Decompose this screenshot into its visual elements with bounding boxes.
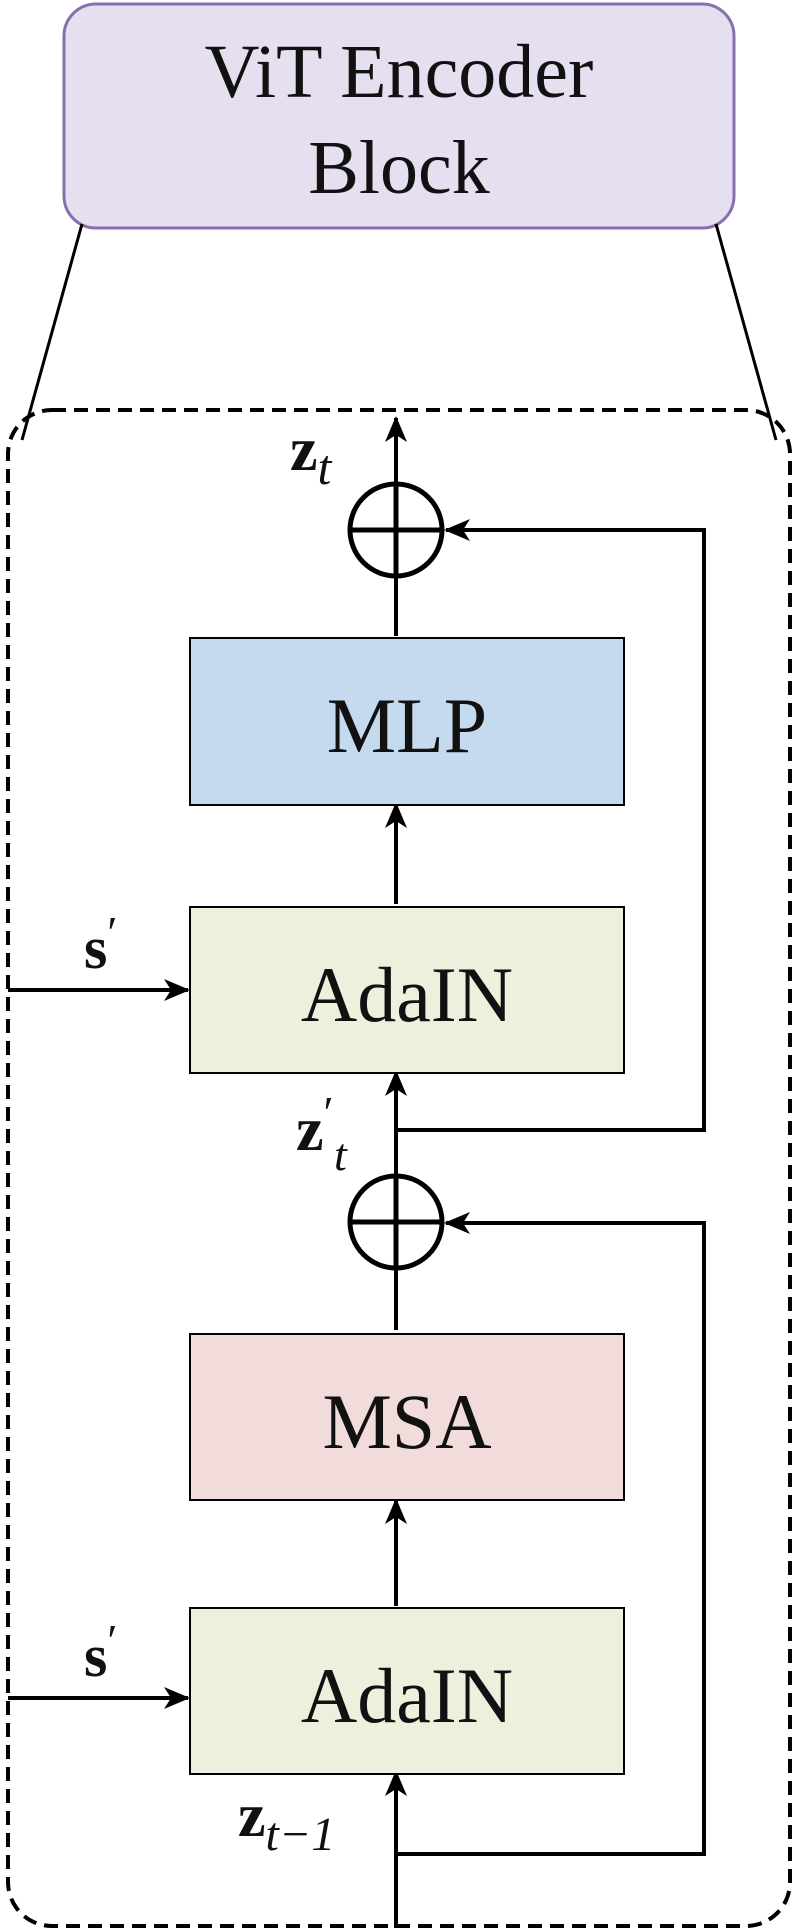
mlp-block [189, 637, 625, 806]
label-style-code-top: s′ [84, 907, 117, 981]
adain-block-bottom [189, 1607, 625, 1775]
msa-block [189, 1333, 625, 1501]
adain-label-bottom: AdaIN [301, 1652, 513, 1739]
adain-label-top: AdaIN [301, 951, 513, 1038]
encoder-header-box [62, 2, 736, 230]
encoder-title-line2: Block [308, 126, 490, 210]
skip-connection-top [396, 519, 706, 1132]
mlp-label: MLP [327, 682, 487, 769]
residual-add-node-top [347, 481, 445, 579]
skip-connection-bottom [396, 1212, 706, 1856]
encoder-title-line1: ViT Encoder [205, 30, 594, 114]
zoom-line-right [714, 223, 778, 441]
residual-add-node-bottom [347, 1173, 445, 1271]
label-z-t-prime: z′t [296, 1087, 348, 1180]
label-z-t-minus-1: zt−1 [238, 1782, 335, 1861]
encoder-detail-container [6, 408, 792, 1928]
adain-block-top [189, 906, 625, 1074]
label-z-t-output: zt [290, 416, 333, 495]
label-style-code-bottom: s′ [84, 1615, 117, 1689]
msa-label: MSA [322, 1378, 491, 1465]
zoom-line-left [20, 223, 84, 441]
